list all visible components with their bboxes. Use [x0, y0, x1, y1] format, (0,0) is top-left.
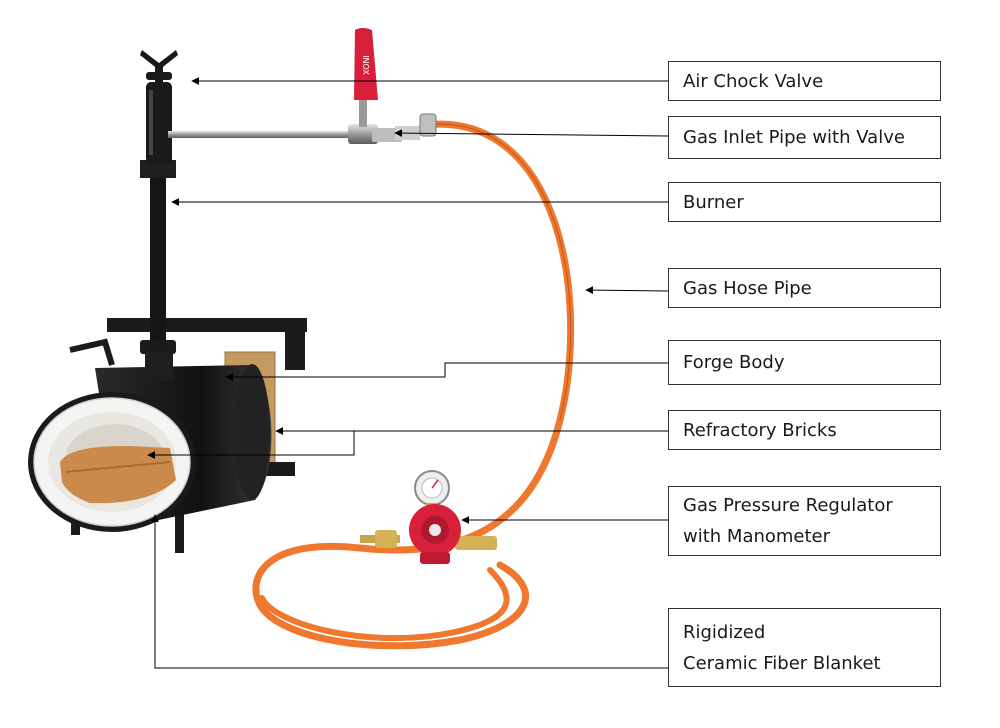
label-text: Burner — [683, 191, 744, 213]
label-text: Air Chock Valve — [683, 70, 824, 92]
leader-gas-hose-pipe — [585, 286, 669, 295]
label-burner: Burner — [668, 182, 941, 222]
label-gas-inlet-pipe: Gas Inlet Pipe with Valve — [668, 116, 941, 159]
label-text: Gas Hose Pipe — [683, 277, 812, 299]
burner-tube — [140, 82, 176, 382]
regulator-shape — [360, 470, 497, 564]
label-air-chock-valve: Air Chock Valve — [668, 61, 941, 101]
leader-refractory-bricks-branch — [147, 431, 355, 459]
top-rail — [107, 318, 307, 370]
label-text-line1: Rigidized — [683, 621, 766, 643]
label-gas-hose-pipe: Gas Hose Pipe — [668, 268, 941, 308]
label-forge-body: Forge Body — [668, 340, 941, 385]
gas-hose-shape — [252, 120, 575, 650]
label-text: Gas Inlet Pipe with Valve — [683, 127, 905, 148]
valve-marking: INOX — [361, 55, 370, 75]
label-text: Forge Body — [683, 352, 785, 373]
hose-clamp — [419, 113, 437, 137]
label-text-line1: Gas Pressure Regulator — [683, 495, 893, 516]
label-ceramic-fiber-blanket: Rigidized Ceramic Fiber Blanket — [668, 608, 941, 687]
gas-inlet-pipe-shape: INOX — [168, 28, 420, 144]
leader-forge-body — [225, 362, 668, 381]
leader-ceramic-blanket — [151, 514, 668, 669]
label-gas-pressure-regulator: Gas Pressure Regulator with Manometer — [668, 486, 941, 556]
air-chock-valve-shape — [140, 50, 178, 84]
leader-gas-inlet-pipe — [394, 129, 669, 138]
label-text-line2: Ceramic Fiber Blanket — [683, 652, 881, 674]
label-text: Refractory Bricks — [683, 419, 837, 441]
leader-lines — [147, 77, 669, 669]
label-refractory-bricks: Refractory Bricks — [668, 410, 941, 450]
label-text-line2: with Manometer — [683, 526, 831, 547]
forge-opening — [28, 392, 196, 532]
